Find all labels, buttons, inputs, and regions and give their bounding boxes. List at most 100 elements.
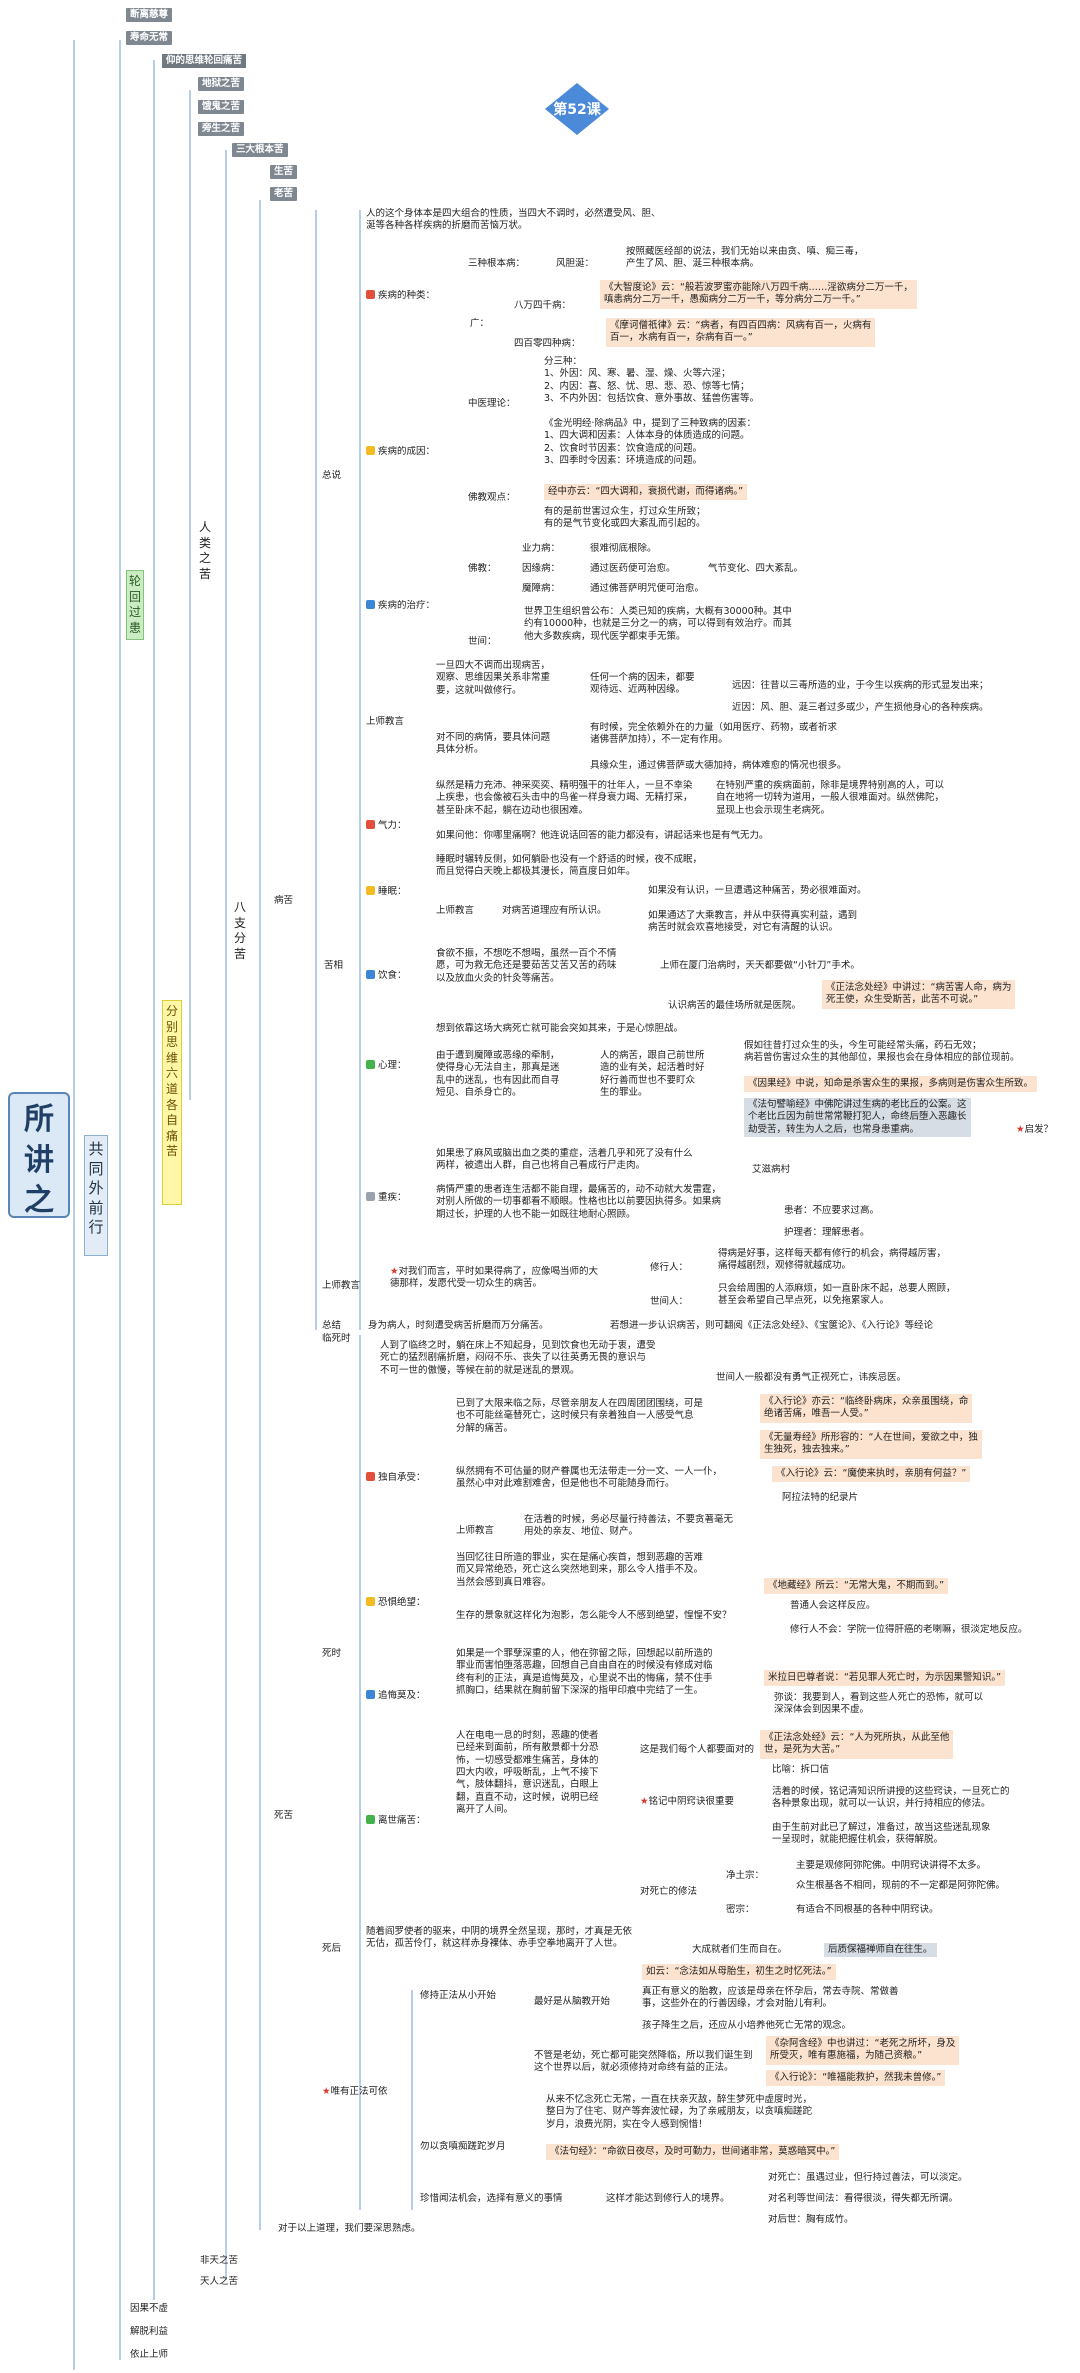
- zs-guang[interactable]: 广：: [470, 318, 490, 329]
- zs-bawan[interactable]: 八万四千病：: [514, 300, 572, 311]
- square-badge-icon: [366, 1690, 375, 1699]
- node-egui[interactable]: 饿鬼之苦: [198, 100, 245, 115]
- sk-duzi[interactable]: 独自承受：: [366, 1472, 426, 1484]
- node-gongtong[interactable]: 共同外前行: [84, 1135, 108, 1256]
- zs-sanzhong[interactable]: 三种根本病：: [468, 258, 526, 269]
- sk-wy-a[interactable]: 修持正法从小开始: [420, 1990, 497, 2001]
- node-bazhi[interactable]: 八支分苦: [233, 900, 246, 961]
- zs-mozhang[interactable]: 魔障病：: [522, 583, 561, 594]
- zs-qijie: 气节变化、四大紊乱。: [708, 563, 804, 574]
- sk-zh-c: 弥谈：我要到人，看到这些人死亡的恐怖，就可以 深深体会到因果不虚。: [774, 1692, 984, 1716]
- node-zongjie[interactable]: 总结: [322, 1320, 342, 1331]
- node-lunhui-guohuan[interactable]: 轮回过患: [126, 570, 144, 640]
- node-kuxiang[interactable]: 苦相: [324, 960, 344, 971]
- zs-chengyin[interactable]: 疾病的成因：: [366, 446, 435, 458]
- node-duanli[interactable]: 断离慈尊: [126, 8, 173, 23]
- node-zongshuo[interactable]: 总说: [322, 470, 342, 481]
- ky-ss2-c: 得病是好事，这样每天都有修行的机会，病得越厉害， 痛得越剧烈，观修得就越成功。: [718, 1248, 947, 1272]
- ky-ss2-b: 修行人：: [650, 1262, 689, 1273]
- ky-yinshi[interactable]: 饮食：: [366, 970, 407, 982]
- sk-wy-o: 对名利等世间法：看得很淡，得失都无所谓。: [768, 2193, 959, 2204]
- ky-qili[interactable]: 气力：: [366, 820, 407, 832]
- ky-xinli[interactable]: 心理：: [366, 1060, 407, 1072]
- node-yinguo[interactable]: 因果不虚: [130, 2303, 169, 2314]
- zs-ss-b: 任何一个病的因未，都要 观待远、近两种因缘。: [590, 672, 695, 696]
- node-sihou[interactable]: 死后: [322, 1943, 342, 1954]
- node-diyu[interactable]: 地狱之苦: [198, 77, 245, 92]
- zs-zhongyi[interactable]: 中医理论：: [468, 398, 516, 409]
- square-badge-icon: [366, 290, 375, 299]
- sk-sh-b: 大成就者们生而自在。: [692, 1944, 788, 1955]
- zs-ss-a: 一旦四大不调而出现病苦， 观察、思维因果关系非常重 要，这就叫做修行。: [436, 660, 551, 696]
- sk-wy-n: 对死亡：虽遇过业，但行持过善法，可以淡定。: [768, 2172, 968, 2183]
- ky-ys-b: 上师在厦门治病时，天天都要做“小针刀”手术。: [660, 960, 860, 971]
- node-weiyou[interactable]: ★唯有正法可依: [322, 2086, 388, 2097]
- zs-yeli[interactable]: 业力病：: [522, 543, 561, 554]
- node-sishi[interactable]: 死时: [322, 1648, 342, 1659]
- zs-sibai[interactable]: 四百零四种病：: [514, 338, 581, 349]
- sk-sh-a: 随着阎罗使者的驱来，中阴的境界全然呈现，那时，才真是无依 无估，孤苦伶仃，就这样…: [366, 1926, 633, 1950]
- node-siku[interactable]: 死苦: [274, 1810, 294, 1821]
- star-icon: ★: [640, 1796, 649, 1807]
- node-lunhui-tongku[interactable]: 仰的思维轮回痛苦: [162, 54, 247, 69]
- node-sanda[interactable]: 三大根本苦: [232, 143, 288, 158]
- node-shouming[interactable]: 寿命无常: [126, 31, 173, 46]
- node-renlei[interactable]: 人类之苦: [198, 520, 211, 580]
- ky-xl-g: ★启发？: [1016, 1124, 1054, 1135]
- sk-ls2-h: 对死亡的修法: [640, 1886, 698, 1897]
- sk-wy-g: 《杂阿含经》中也讲过：“老死之所坏，身及 所受灭，唯有惠施福，为随己资粮。”: [766, 2036, 960, 2065]
- zs-fojiao2[interactable]: 佛教：: [468, 563, 497, 574]
- node-yizhi[interactable]: 依止上师: [130, 2349, 169, 2360]
- ky-sm-c: 对病苦道理应有所认识。: [502, 905, 607, 916]
- node-laoku[interactable]: 老苦: [270, 187, 298, 202]
- node-fenbie[interactable]: 分别思维六道各自痛苦: [162, 1000, 182, 1205]
- node-shengku[interactable]: 生苦: [270, 165, 298, 180]
- ky-xl-d: 假如往昔打过众生的头，今生可能经常头痛，药石无效； 病若曾伤害过众生的其他部位，…: [744, 1040, 1020, 1064]
- node-jietuo[interactable]: 解脱利益: [130, 2326, 169, 2337]
- ky-zb-d: 患者：不应要求过高。: [784, 1205, 880, 1216]
- zs-mozhang-d: 通过佛菩萨明咒便可治愈。: [590, 583, 705, 594]
- sk-lishi[interactable]: 离世痛苦：: [366, 1815, 426, 1827]
- sk-wy-m: 这样才能达到修行人的境界。: [606, 2193, 730, 2204]
- node-pangsheng[interactable]: 旁生之苦: [198, 122, 245, 137]
- zs-fojiao-d3: 有的是前世害过众生，打过众生所致； 有的是气节变化或四大紊乱而引起的。: [544, 506, 706, 530]
- zs-fengdan-detail: 按照藏医经部的说法，我们无始以来由贪、嗔、痴三毒， 产生了风、胆、涎三种根本病。: [626, 246, 864, 270]
- node-bingku[interactable]: 病苦: [274, 895, 294, 906]
- sk-wy-h: 《入行论》：“唯福能救护，然我未曾修。”: [766, 2070, 946, 2087]
- sk-dz-shangshi[interactable]: 上师教言: [456, 1525, 495, 1536]
- sk-dz-c: 《无量寿经》所形容的：“人在世间，爱欲之中，独 生独死，独去独来。”: [760, 1430, 982, 1459]
- sk-wy-i[interactable]: 勿以贪嗔痴蹉跎岁月: [420, 2141, 506, 2152]
- sk-sh-c: 后质保福禅师自在往生。: [824, 1943, 937, 1958]
- node-tianren[interactable]: 天人之苦: [200, 2276, 239, 2287]
- node-feitian[interactable]: 非天之苦: [200, 2255, 239, 2266]
- zs-zhiliao[interactable]: 疾病的治疗：: [366, 600, 435, 612]
- ky-shuimian[interactable]: 睡眠：: [366, 886, 407, 898]
- zs-shangshi[interactable]: 上师教言: [366, 716, 405, 727]
- sk-ls2-b: 这是我们每个人都要面对的: [640, 1744, 755, 1755]
- ky-xl-b: 由于遭到魔障或恶缘的牵制， 使得身心无法自主，那真是迷 乱中的迷乱，也有因此而自…: [436, 1050, 560, 1099]
- ky-zhongbing[interactable]: 重疾：: [366, 1192, 407, 1204]
- sk-wy-l[interactable]: 珍惜闻法机会，选择有意义的事情: [420, 2193, 563, 2204]
- root-node[interactable]: 所讲之法: [8, 1092, 70, 1218]
- sk-ls2-g: 由于生前对此已了解过，准备过，故当这些迷乱现象 一呈现时，就能把握住机会，获得解…: [772, 1822, 991, 1846]
- square-badge-icon: [366, 820, 375, 829]
- zs-shijian[interactable]: 世间：: [468, 636, 497, 647]
- zs-yinyuan[interactable]: 因缘病：: [522, 563, 561, 574]
- ky-qili-b: 在特别严重的疾病面前，除非是境界特别高的人，可以 自在地将一切转为道用，一般人很…: [716, 780, 945, 816]
- node-shangshi2[interactable]: 上师教言: [322, 1280, 361, 1291]
- zs-shijian-d: 世界卫生组织曾公布：人类已知的疾病，大概有30000种。其中 约有10000种，…: [524, 606, 792, 642]
- ky-sm-d: 如果没有认识，一旦遭遇这种痛苦，势必很难面对。: [648, 885, 867, 896]
- sk-wy-f: 不管是老幼，死亡都可能突然降临，所以我们诞生到 这个世界以后，就必须修持对命终有…: [534, 2050, 753, 2074]
- ky-ys-a: 食欲不振，不想吃不想喝，虽然一百个不情 愿，可为救无危还是要茹苦艾苦又苦的药味 …: [436, 948, 617, 984]
- zs-fengdan[interactable]: 风胆涎：: [556, 258, 595, 269]
- sk-kj-c: 生存的景象就这样化为泡影，怎么能令人不感到绝望，惶惶不安？: [456, 1610, 732, 1621]
- ky-qili-a: 纵然是精力充沛、神采奕奕、精明强干的壮年人，一旦不幸染 上疾患，也会像被石头击中…: [436, 780, 693, 816]
- ky-zb-e: 护理者：理解患者。: [784, 1227, 870, 1238]
- zs-bawan-detail: 《大智度论》云：“般若波罗蜜亦能除八万四千病……淫欲病分二万一千， 嗔恚病分二万…: [600, 280, 917, 309]
- sk-kongju[interactable]: 恐惧绝望：: [366, 1597, 426, 1609]
- zs-zhonglei[interactable]: 疾病的种类：: [366, 290, 435, 302]
- sk-ls2-e: ★铭记中阴窍诀很重要: [640, 1796, 735, 1807]
- zs-fojiao[interactable]: 佛教观点：: [468, 492, 516, 503]
- sk-zhuihui[interactable]: 追悔莫及：: [366, 1690, 426, 1702]
- sk-ls2-a: 人在电电一息的时刻，恶趣的使者 已经来到面前，所有散景都十分恐 怖，一切感受都难…: [456, 1730, 599, 1816]
